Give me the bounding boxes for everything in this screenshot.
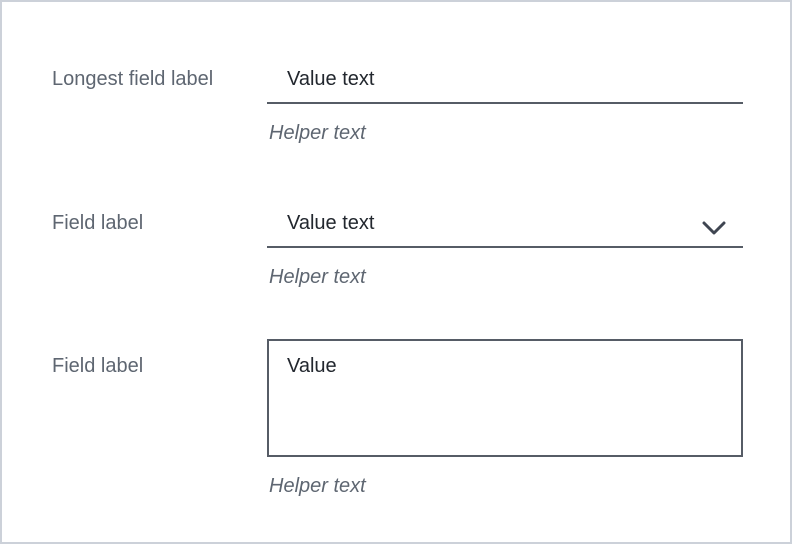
- textarea-input[interactable]: Value: [267, 339, 743, 457]
- select-input[interactable]: Value text: [267, 204, 743, 248]
- text-input[interactable]: Value text: [267, 60, 743, 104]
- field-label: Field label: [52, 212, 144, 234]
- helper-text: Helper text: [269, 122, 366, 144]
- field-row-textarea: Field label Value Helper text: [52, 339, 743, 500]
- helper-text: Helper text: [269, 266, 366, 288]
- chevron-down-icon: [702, 217, 726, 235]
- field-control: Value text Helper text: [267, 204, 743, 291]
- form: Longest field label Value text Helper te…: [2, 2, 790, 500]
- select-value: Value text: [287, 212, 375, 234]
- field-label: Field label: [52, 355, 144, 377]
- text-input-value: Value text: [287, 68, 375, 90]
- field-control: Value Helper text: [267, 339, 743, 500]
- field-control: Value text Helper text: [267, 60, 743, 147]
- field-row-text: Longest field label Value text Helper te…: [52, 60, 743, 147]
- field-row-select: Field label Value text Helper text: [52, 204, 743, 291]
- helper-text: Helper text: [269, 475, 366, 497]
- field-label: Longest field label: [52, 68, 214, 90]
- textarea-value: Value: [287, 355, 337, 377]
